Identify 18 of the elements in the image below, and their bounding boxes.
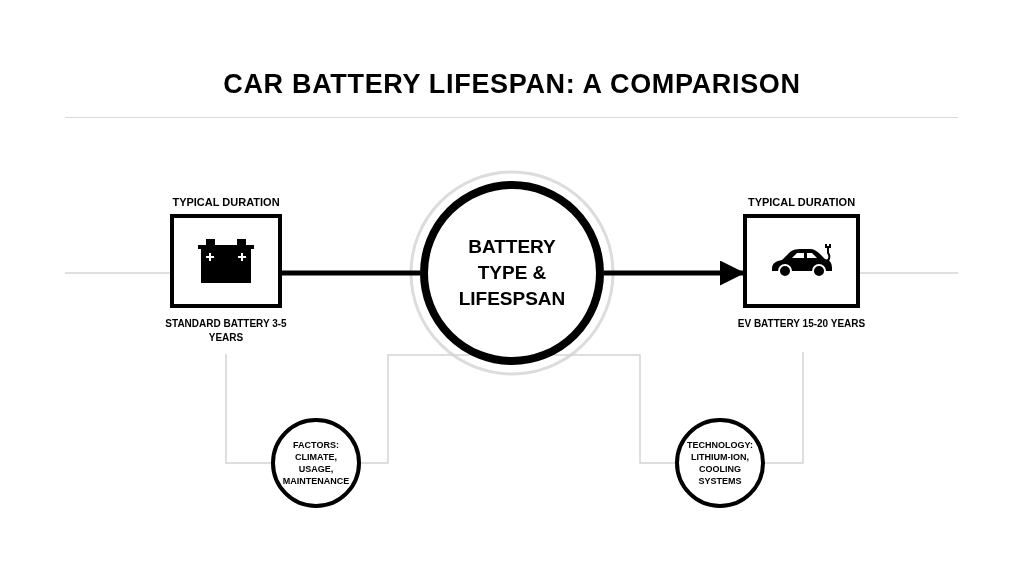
- icon-box: [170, 214, 282, 308]
- connector-line: [282, 270, 420, 276]
- circle-text: FACTORS: CLIMATE, USAGE, MAINTENANCE: [282, 439, 350, 487]
- connector-line: [225, 353, 272, 464]
- circle-label: BATTERY TYPE & LIFESPSAN: [457, 235, 567, 311]
- box-heading: TYPICAL DURATION: [747, 195, 856, 210]
- box-caption: EV BATTERY 15-20 YEARS: [736, 317, 867, 331]
- circle-text: TECHNOLOGY: LITHIUM-ION, COOLING SYSTEMS: [687, 439, 753, 487]
- connector-line: [360, 354, 471, 464]
- box-heading: TYPICAL DURATION: [172, 195, 280, 210]
- arrow: [604, 260, 745, 286]
- icon-box: [743, 214, 860, 308]
- connector-line: [859, 272, 959, 274]
- connector-line: [64, 272, 171, 274]
- connector-line: [764, 351, 804, 464]
- title: CAR BATTERY LIFESPAN: A COMPARISON: [222, 68, 802, 101]
- box-caption: STANDARD BATTERY 3-5 YEARS: [164, 317, 288, 345]
- connector-line: [553, 354, 676, 464]
